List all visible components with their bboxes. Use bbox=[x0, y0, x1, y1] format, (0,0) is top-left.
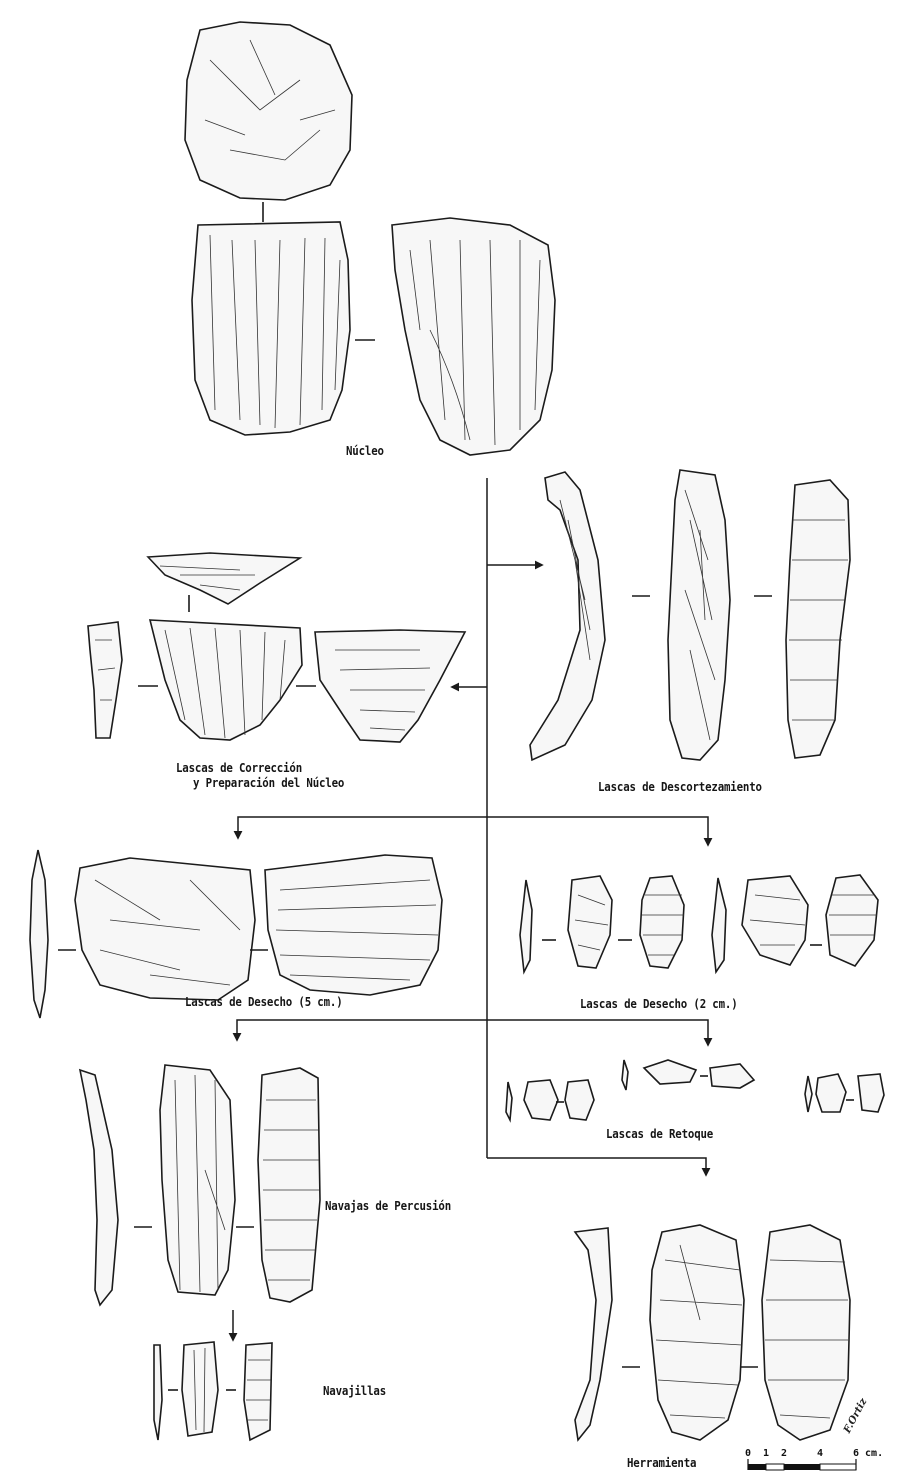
label-correccion-line1: Lascas de Corrección bbox=[176, 760, 302, 775]
scale-bar bbox=[748, 1459, 856, 1470]
label-navajas: Navajas de Percusión bbox=[325, 1198, 451, 1213]
desecho-5cm-drawings bbox=[30, 850, 442, 1018]
scale-tick-0: 0 bbox=[745, 1448, 751, 1459]
label-herramienta: Herramienta bbox=[627, 1455, 696, 1470]
scale-tick-2: 2 bbox=[781, 1448, 787, 1459]
scale-segment-0 bbox=[748, 1464, 766, 1470]
arrow-to-navajas bbox=[237, 1020, 487, 1040]
label-nucleo: Núcleo bbox=[346, 443, 384, 458]
scale-segment-1 bbox=[766, 1464, 784, 1470]
herramienta-tool-drawings bbox=[575, 1225, 850, 1440]
scale-tick-1: 1 bbox=[763, 1448, 769, 1459]
correccion-flake-drawings bbox=[88, 553, 465, 742]
navajillas-drawings bbox=[154, 1342, 272, 1440]
scale-segment-3 bbox=[820, 1464, 856, 1470]
arrow-to-retoque bbox=[487, 1020, 708, 1045]
desecho-2cm-drawings bbox=[520, 875, 878, 972]
scale-tick-6cm: 6 cm. bbox=[853, 1448, 883, 1459]
retoque-flake-drawings bbox=[506, 1060, 884, 1120]
descortezamiento-flake-drawings bbox=[530, 470, 850, 760]
label-retoque: Lascas de Retoque bbox=[606, 1126, 713, 1141]
arrow-to-herramienta bbox=[487, 1158, 706, 1175]
scale-tick-4: 4 bbox=[817, 1448, 823, 1459]
label-navajillas: Navajillas bbox=[323, 1383, 386, 1398]
arrow-to-desecho-5 bbox=[238, 817, 487, 838]
label-desecho-2cm: Lascas de Desecho (2 cm.) bbox=[580, 996, 738, 1011]
arrow-to-desecho-2 bbox=[487, 817, 708, 845]
label-descortezamiento: Lascas de Descortezamiento bbox=[598, 779, 762, 794]
label-correccion-line2: y Preparación del Núcleo bbox=[193, 775, 344, 790]
scale-segment-2 bbox=[784, 1464, 820, 1470]
label-desecho-5cm: Lascas de Desecho (5 cm.) bbox=[185, 994, 343, 1009]
nucleo-core-drawings bbox=[185, 22, 555, 455]
navajas-blade-drawings bbox=[80, 1065, 320, 1305]
